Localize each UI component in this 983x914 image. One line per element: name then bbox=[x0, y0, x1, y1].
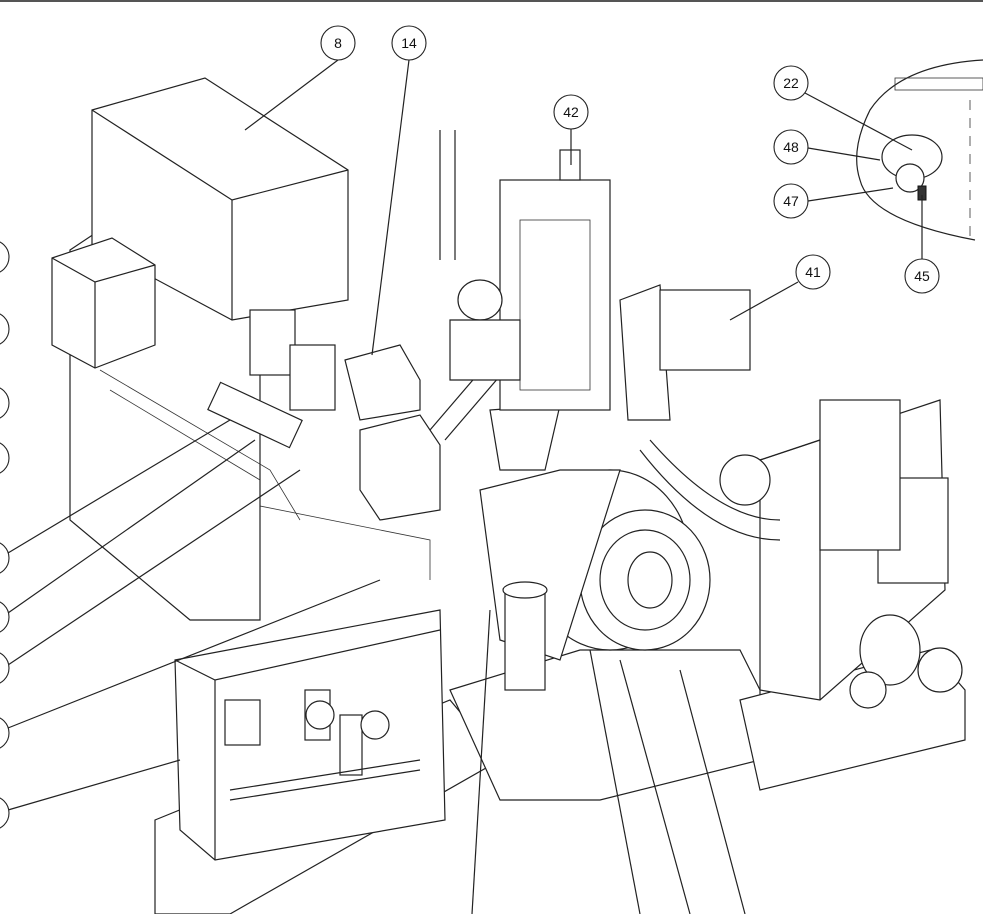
callout-8: 8 bbox=[320, 25, 356, 61]
callout-circle bbox=[553, 94, 589, 130]
callout-45: 45 bbox=[904, 258, 940, 294]
callout-number: 48 bbox=[783, 139, 799, 155]
lube-oil-console-upper bbox=[439, 130, 611, 411]
gearbox-and-piping bbox=[207, 309, 561, 521]
callout-14: 14 bbox=[391, 25, 427, 61]
callout-number: 45 bbox=[914, 268, 930, 284]
gas-valve-skid bbox=[174, 609, 446, 861]
callout-circle bbox=[773, 183, 809, 219]
callout-47: 47 bbox=[773, 183, 809, 219]
callout-42: 42 bbox=[553, 94, 589, 130]
callout-circle bbox=[773, 65, 809, 101]
callout-labels: 8 14 42 22 48 47 45 41 bbox=[320, 25, 940, 294]
top-border bbox=[0, 0, 983, 2]
callout-41: 41 bbox=[795, 254, 831, 290]
callout-number: 8 bbox=[334, 35, 342, 51]
lube-oil-console-right bbox=[619, 284, 963, 709]
turbine-casing bbox=[479, 469, 711, 691]
callout-circle bbox=[795, 254, 831, 290]
callout-number: 41 bbox=[805, 264, 821, 280]
callout-48: 48 bbox=[773, 129, 809, 165]
callout-number: 22 bbox=[783, 75, 799, 91]
generator-housing bbox=[51, 77, 349, 621]
callout-circle bbox=[773, 129, 809, 165]
callout-number: 47 bbox=[783, 193, 799, 209]
callout-number: 42 bbox=[563, 104, 579, 120]
edge-callouts-cropped bbox=[0, 241, 10, 829]
callout-22: 22 bbox=[773, 65, 809, 101]
callout-circle bbox=[320, 25, 356, 61]
leader-lines bbox=[7, 59, 923, 914]
detail-view-nozzle bbox=[856, 59, 983, 241]
callout-number: 14 bbox=[401, 35, 417, 51]
callout-circle bbox=[904, 258, 940, 294]
callout-circle bbox=[391, 25, 427, 61]
